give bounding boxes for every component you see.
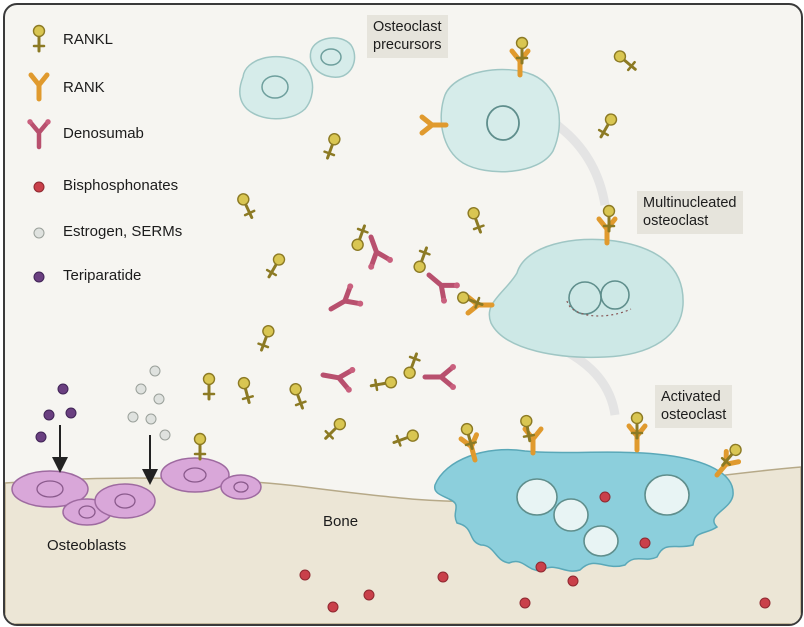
legend-teriparatide-label: Teriparatide — [63, 267, 142, 284]
precursors-label-line1: Osteoclast — [373, 19, 442, 35]
legend-bisphosphonates-label: Bisphosphonates — [63, 177, 179, 194]
multinucleated-callout: Multinucleated osteoclast — [637, 191, 743, 234]
legend-estrogen-label: Estrogen, SERMs — [63, 223, 183, 240]
legend-denosumab-label: Denosumab — [63, 125, 144, 142]
precursor-cell — [239, 55, 314, 120]
multinucleated-osteoclast — [454, 204, 684, 359]
diagram-frame: RANKL RANK Denosumab Bisphosphonates Est… — [3, 3, 803, 626]
osteoblasts-label: Osteoblasts — [47, 537, 127, 554]
multinucleated-label-line2: osteoclast — [643, 213, 709, 229]
legend-rank-label: RANK — [63, 79, 105, 96]
teriparatide-molecules — [35, 383, 77, 443]
activated-label-line1: Activated — [661, 389, 721, 405]
legend-icons — [27, 24, 50, 283]
precursors-label-line2: precursors — [373, 37, 442, 53]
precursors-callout: Osteoclast precursors — [367, 15, 448, 58]
bone-label: Bone — [323, 513, 359, 530]
legend-rankl-label: RANKL — [63, 31, 114, 48]
precursor-cell — [309, 37, 356, 78]
precursor-cell-rank — [422, 36, 561, 173]
osteoblasts — [11, 432, 262, 526]
estrogen-molecules — [127, 365, 171, 441]
multinucleated-label-line1: Multinucleated — [643, 195, 737, 211]
denosumab-complexes — [321, 222, 461, 393]
diagram-canvas — [5, 24, 801, 624]
activated-label-line2: osteoclast — [661, 407, 727, 423]
activated-osteoclast — [433, 411, 745, 572]
activated-callout: Activated osteoclast — [655, 385, 733, 428]
